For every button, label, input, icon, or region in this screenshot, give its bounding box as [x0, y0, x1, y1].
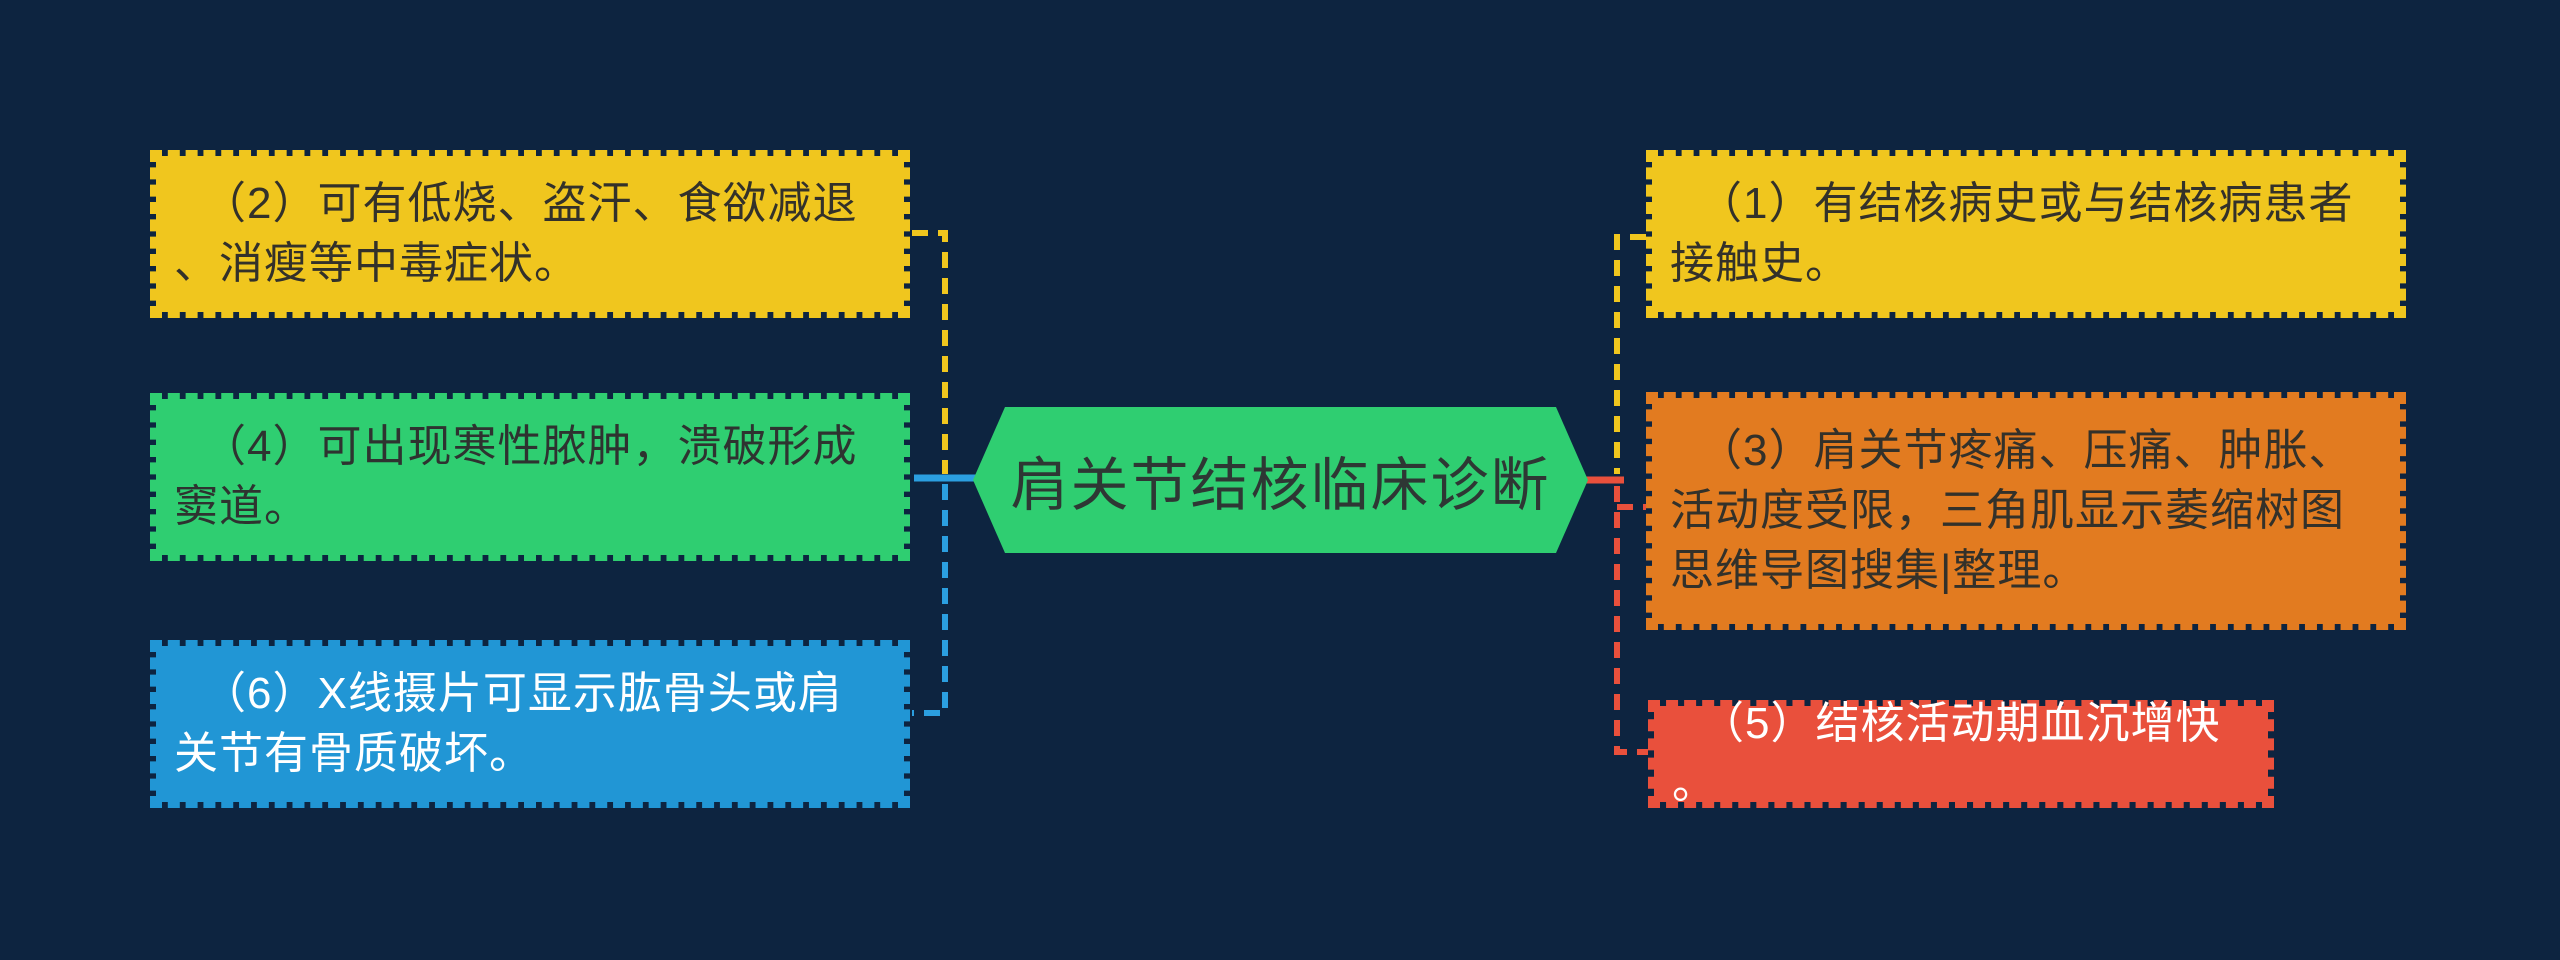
branch-node-4[interactable]: （4）可出现寒性脓肿，溃破形成窦道。: [150, 393, 910, 561]
branch-node-3-label: （3）肩关节疼痛、压痛、肿胀、活动度受限，三角肌显示萎缩树图思维导图搜集|整理。: [1670, 426, 2354, 595]
branch-node-6-label: （6）X线摄片可显示肱骨头或肩关节有骨质破坏。: [174, 669, 843, 778]
connector-node5-elbow: [1614, 486, 1648, 755]
connector-node2-elbow: [912, 230, 948, 474]
branch-node-5[interactable]: （5）结核活动期血沉增快。: [1648, 699, 2274, 808]
branch-node-3[interactable]: （3）肩关节疼痛、压痛、肿胀、活动度受限，三角肌显示萎缩树图思维导图搜集|整理。: [1646, 392, 2406, 630]
branch-node-1-label: （1）有结核病史或与结核病患者接触史。: [1670, 179, 2354, 288]
branch-node-2[interactable]: （2）可有低烧、盗汗、食欲减退、消瘦等中毒症状。: [150, 150, 910, 318]
branch-node-5-label: （5）结核活动期血沉增快。: [1672, 699, 2221, 808]
center-topic-node[interactable]: 肩关节结核临床诊断: [973, 407, 1588, 553]
branch-node-6[interactable]: （6）X线摄片可显示肱骨头或肩关节有骨质破坏。: [150, 640, 910, 808]
connector-node6-elbow: [912, 484, 948, 716]
branch-node-1[interactable]: （1）有结核病史或与结核病患者接触史。: [1646, 150, 2406, 318]
center-topic-label: 肩关节结核临床诊断: [1010, 453, 1551, 518]
branch-node-4-label: （4）可出现寒性脓肿，溃破形成窦道。: [174, 422, 858, 531]
branch-node-2-label: （2）可有低烧、盗汗、食欲减退、消瘦等中毒症状。: [174, 179, 858, 288]
connector-node1-elbow: [1614, 234, 1646, 474]
